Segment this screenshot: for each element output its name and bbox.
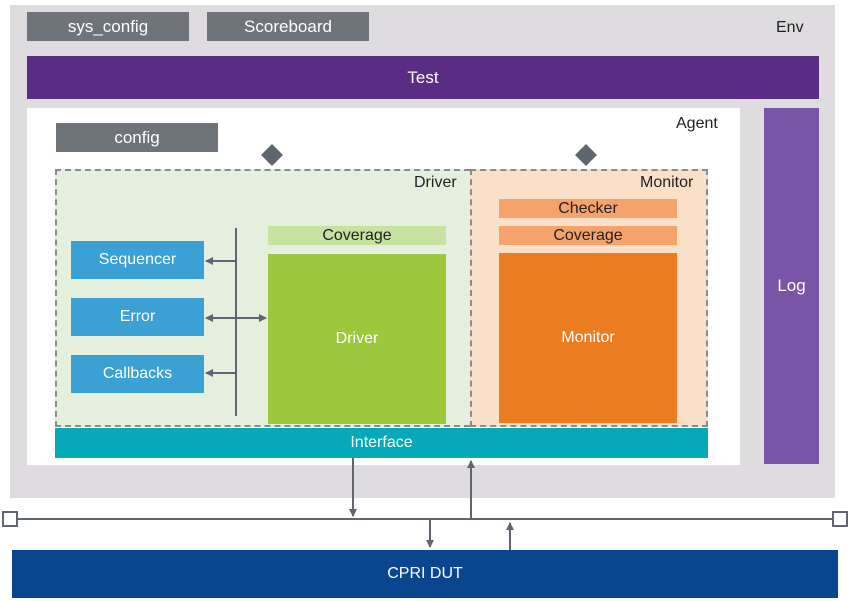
sequencer-box[interactable]: Sequencer	[71, 241, 204, 279]
env-label: Env	[776, 19, 804, 36]
test-bar[interactable]: Test	[27, 56, 819, 99]
driver-area-label: Driver	[414, 174, 457, 191]
agent-label: Agent	[676, 115, 718, 132]
driver-coverage-bar[interactable]: Coverage	[268, 226, 446, 245]
agent-config-box[interactable]: config	[56, 123, 218, 152]
bus-right-terminal	[832, 511, 848, 527]
cpri-dut-box[interactable]: CPRI DUT	[12, 550, 838, 598]
monitor-coverage-bar[interactable]: Coverage	[499, 226, 677, 245]
monitor-port-diamond	[575, 144, 597, 166]
driver-port-diamond	[261, 144, 283, 166]
sys-config-box[interactable]: sys_config	[27, 12, 189, 41]
bus-left-terminal	[2, 511, 18, 527]
driver-block[interactable]: Driver	[268, 254, 446, 424]
monitor-area-label: Monitor	[640, 174, 694, 191]
monitor-block[interactable]: Monitor	[499, 253, 677, 423]
log-box[interactable]: Log	[764, 108, 819, 464]
interface-bar[interactable]: Interface	[55, 428, 708, 458]
checker-bar[interactable]: Checker	[499, 199, 677, 218]
callbacks-box[interactable]: Callbacks	[71, 355, 204, 393]
scoreboard-box[interactable]: Scoreboard	[207, 12, 369, 41]
error-box[interactable]: Error	[71, 298, 204, 336]
